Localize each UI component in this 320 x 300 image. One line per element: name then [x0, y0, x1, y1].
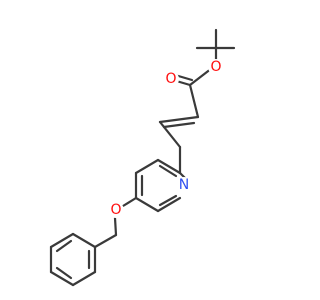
atom-labels: O O N O: [108, 59, 224, 218]
bond-py-n-c6: [156, 196, 182, 213]
bond-alkene-pyridine: [158, 120, 182, 149]
bond-py-c4-c3: [134, 158, 160, 175]
ester-ether-o-label: O: [210, 59, 221, 75]
bond-o-ch2: [113, 216, 118, 237]
benzyl-ether-o-bg: [108, 202, 124, 218]
molecule-structure: O O N O: [49, 28, 236, 287]
ester-carbonyl-o-label: O: [165, 71, 176, 87]
pyridine-n-label: N: [179, 177, 189, 193]
bond-ch2-ph: [93, 233, 118, 249]
bond-ph-2: [71, 270, 97, 287]
pyridine-n-bg: [176, 177, 192, 193]
bond-ph-5: [49, 232, 75, 249]
bond-py-o: [121, 196, 138, 208]
bond-ph-6: [71, 232, 97, 249]
ester-ether-o-bg: [208, 59, 224, 75]
bond-ph-3: [49, 270, 75, 287]
bond-alkene-double-1: [158, 115, 200, 124]
bond-ph-inner-3: [55, 239, 73, 253]
bond-ph-inner-2: [55, 266, 73, 280]
bonds: [49, 28, 236, 287]
benzyl-ether-o-label: O: [110, 202, 121, 218]
ester-carbonyl-o-bg: [163, 71, 179, 87]
bond-py-c6-c5: [134, 196, 160, 213]
bond-alkene-double-2: [162, 121, 196, 129]
bond-carbonyl-c-alkene: [188, 83, 200, 119]
bond-py-c3-c2: [156, 158, 182, 175]
bond-py-inner-2: [158, 194, 178, 207]
bond-py-inner-3: [158, 164, 178, 178]
